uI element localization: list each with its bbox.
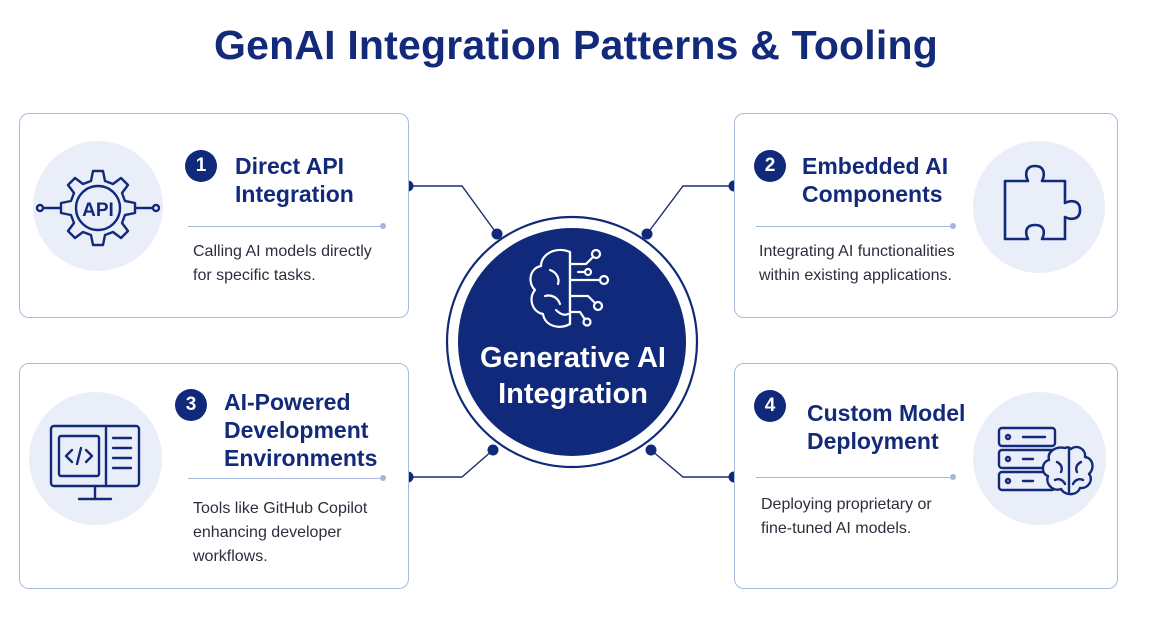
connector-dot	[645, 444, 657, 456]
brain-circuit-icon	[529, 248, 610, 328]
hub-circle	[458, 228, 686, 456]
divider-dot	[950, 474, 956, 480]
hub-title-line: Generative AI	[480, 342, 666, 374]
card-description-line: for specific tasks.	[193, 267, 316, 284]
card-description-line: Deploying proprietary or	[761, 496, 932, 513]
card-title: Custom Model Deployment	[807, 399, 1007, 455]
card-title-line: Development	[224, 417, 369, 443]
connector-dot	[487, 444, 499, 456]
card-description-line: enhancing developer	[193, 524, 342, 541]
card-title-line: Components	[802, 181, 943, 207]
card-title-line: Environments	[224, 445, 378, 471]
icon-circle	[973, 141, 1105, 273]
hub-title-line: Integration	[498, 378, 648, 410]
step-number-badge: 3	[175, 389, 207, 421]
card-description-line: Calling AI models directly	[193, 243, 372, 260]
api-icon-label: API	[82, 200, 114, 221]
card-title: Direct API Integration	[235, 152, 435, 208]
step-number-badge: 1	[185, 150, 217, 182]
icon-circle	[973, 392, 1106, 525]
step-number-badge: 4	[754, 390, 786, 422]
card-title-line: Integration	[235, 181, 354, 207]
connector-dot	[641, 228, 653, 240]
pattern-card-custom-model: 4 Custom Model Deployment Deploying prop…	[734, 363, 1118, 589]
card-description: Tools like GitHub Copilot enhancing deve…	[193, 497, 398, 569]
puzzle-piece-icon	[1003, 164, 1082, 241]
card-title-line: Deployment	[807, 428, 939, 454]
pattern-card-embedded-ai: 2 Embedded AI Components Integrating AI …	[734, 113, 1118, 318]
card-description: Deploying proprietary or fine-tuned AI m…	[761, 493, 971, 541]
card-title-line: Custom Model	[807, 400, 966, 426]
server-brain-icon	[997, 426, 1094, 496]
card-description-line: Integrating AI functionalities	[759, 243, 955, 260]
hub-title: Generative AI Integration	[458, 340, 688, 412]
card-description: Calling AI models directly for specific …	[193, 240, 398, 288]
icon-circle: API	[33, 141, 163, 271]
divider-dot	[950, 223, 956, 229]
card-title: AI-Powered Development Environments	[224, 388, 424, 472]
card-description-line: fine-tuned AI models.	[761, 520, 912, 537]
card-divider	[188, 226, 383, 227]
card-description-line: within existing applications.	[759, 267, 952, 284]
divider-dot	[380, 475, 386, 481]
divider-dot	[380, 223, 386, 229]
card-description-line: Tools like GitHub Copilot	[193, 500, 368, 517]
card-title: Embedded AI Components	[802, 152, 1002, 208]
card-description-line: workflows.	[193, 548, 268, 565]
card-divider	[188, 478, 383, 479]
api-gear-icon: API	[35, 169, 161, 247]
icon-circle	[29, 392, 162, 525]
card-title-line: AI-Powered	[224, 389, 351, 415]
card-title-line: Direct API	[235, 153, 345, 179]
card-description: Integrating AI functionalities within ex…	[759, 240, 979, 288]
code-monitor-icon	[49, 424, 141, 501]
card-divider	[756, 226, 952, 227]
card-title-line: Embedded AI	[802, 153, 949, 179]
pattern-card-direct-api: API 1 Direct API Integration Calling AI …	[19, 113, 409, 318]
card-divider	[756, 477, 952, 478]
step-number-badge: 2	[754, 150, 786, 182]
page-title: GenAI Integration Patterns & Tooling	[214, 22, 938, 68]
pattern-card-ai-dev-environments: 3 AI-Powered Development Environments To…	[19, 363, 409, 589]
connector-dot	[491, 228, 503, 240]
